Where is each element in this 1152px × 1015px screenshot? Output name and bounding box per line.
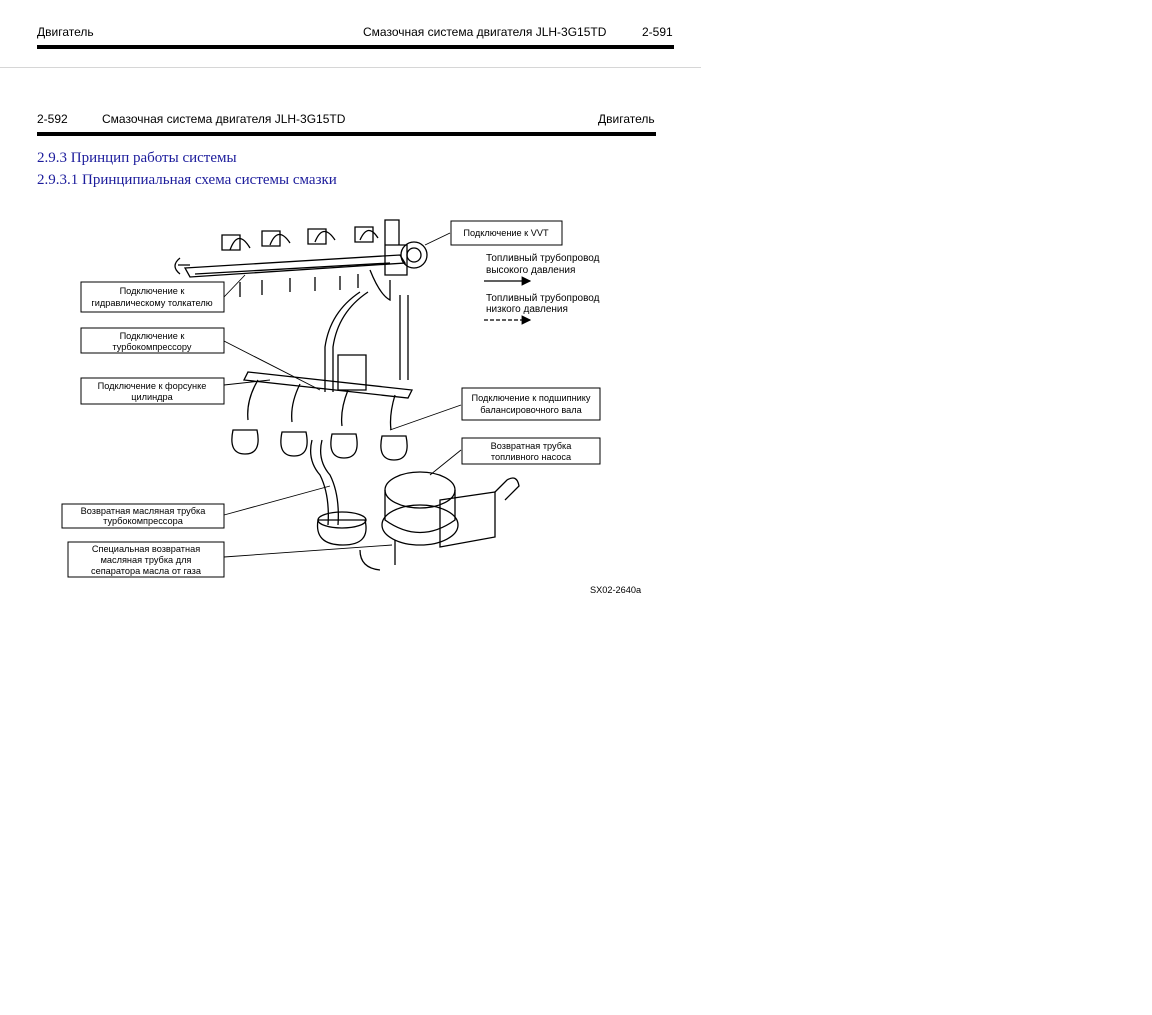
engine-illustration bbox=[174, 219, 520, 571]
label-separator-line1: Специальная возвратная bbox=[92, 544, 200, 554]
section-title: Двигатель bbox=[598, 112, 655, 126]
page-title: Смазочная система двигателя JLH-3G15TD bbox=[102, 112, 346, 126]
label-box-separator-return bbox=[67, 541, 225, 578]
label-box-vvt bbox=[450, 220, 563, 246]
prev-page-number: 2-591 bbox=[642, 25, 673, 39]
label-lifter-line1: Подключение к bbox=[120, 286, 186, 296]
legend: Топливный трубопровод высокого давления … bbox=[484, 252, 600, 325]
label-separator-line3: сепаратора масла от газа bbox=[91, 566, 202, 576]
page-number: 2-592 bbox=[37, 112, 68, 126]
label-turbo-line1: Подключение к bbox=[120, 331, 186, 341]
heading-level-2: 2.9.3.1 Принципиальная схема системы сма… bbox=[37, 172, 337, 188]
label-bearing-line2: балансировочного вала bbox=[480, 405, 582, 415]
label-box-turbo-return bbox=[61, 503, 225, 529]
label-separator-line2: масляная трубка для bbox=[101, 555, 192, 565]
prev-section-title: Двигатель bbox=[37, 25, 94, 39]
label-turbo-return-line1: Возвратная масляная трубка bbox=[81, 506, 207, 516]
label-injector-line2: цилиндра bbox=[131, 392, 173, 402]
lubrication-system-diagram: Подключение к VVT Подключение к гидравли… bbox=[61, 219, 642, 595]
label-box-turbo bbox=[80, 327, 225, 354]
label-lifter-line2: гидравлическому толкателю bbox=[91, 298, 212, 308]
prev-header-rule bbox=[37, 45, 674, 49]
legend-low-pressure-line2: низкого давления bbox=[486, 304, 568, 315]
page-separator bbox=[0, 67, 701, 68]
label-injector-line1: Подключение к форсунке bbox=[98, 381, 207, 391]
label-bearing-line1: Подключение к подшипнику bbox=[471, 393, 590, 403]
leader-lines bbox=[223, 232, 462, 558]
label-turbo-line2: турбокомпрессору bbox=[112, 342, 191, 352]
label-vvt: Подключение к VVT bbox=[463, 228, 549, 238]
label-box-pump-return bbox=[461, 437, 601, 465]
header-rule bbox=[37, 132, 656, 136]
figure-code: SX02-2640a bbox=[590, 585, 642, 595]
label-box-injector bbox=[80, 377, 225, 405]
legend-low-pressure-line1: Топливный трубопровод bbox=[486, 292, 600, 304]
legend-high-pressure-line2: высокого давления bbox=[486, 265, 575, 276]
label-pump-return-line2: топливного насоса bbox=[491, 452, 572, 462]
label-pump-return-line1: Возвратная трубка bbox=[491, 441, 573, 451]
legend-high-pressure-line1: Топливный трубопровод bbox=[486, 252, 600, 264]
label-box-lifter bbox=[80, 281, 225, 313]
label-box-bearing bbox=[461, 387, 601, 421]
prev-page-title: Смазочная система двигателя JLH-3G15TD bbox=[363, 25, 607, 39]
label-turbo-return-line2: турбокомпрессора bbox=[103, 516, 184, 526]
heading-level-1: 2.9.3 Принцип работы системы bbox=[37, 150, 237, 166]
